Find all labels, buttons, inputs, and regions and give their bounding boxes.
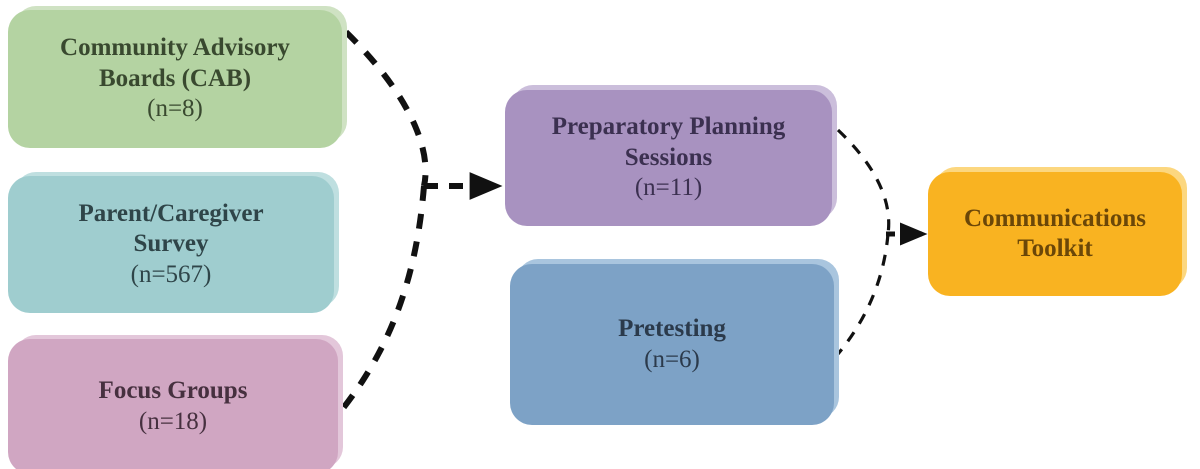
node-title-line-2: Boards (CAB)	[98, 64, 252, 92]
node-count: (n=6)	[644, 345, 700, 373]
node-pretesting[interactable]: Pretesting (n=6)	[510, 264, 834, 425]
node-title-line-1: Communications	[964, 204, 1146, 232]
node-count: (n=18)	[138, 407, 208, 435]
node-title-line-2: Toolkit	[1017, 235, 1093, 262]
node-count: (n=11)	[634, 174, 703, 202]
node-count: (n=567)	[130, 260, 212, 288]
node-preparatory-planning-sessions[interactable]: Preparatory Planning Sessions (n=11)	[505, 90, 832, 226]
node-title-line-2: Sessions	[624, 143, 713, 171]
node-parent-caregiver-survey[interactable]: Parent/Caregiver Survey (n=567)	[8, 176, 334, 313]
node-communications-toolkit[interactable]: Communications Toolkit	[928, 172, 1182, 296]
node-count: (n=8)	[147, 95, 203, 123]
connector-inputs-to-prep	[333, 29, 503, 419]
node-focus-groups[interactable]: Focus Groups (n=18)	[8, 339, 338, 469]
node-title-line-1: Pretesting	[618, 315, 726, 342]
node-title-line-1: Focus Groups	[98, 377, 248, 404]
node-community-advisory-boards[interactable]: Community Advisory Boards (CAB) (n=8)	[8, 10, 342, 148]
node-title-line-1: Community Advisory	[60, 34, 290, 62]
connector-process-to-toolkit	[836, 128, 928, 356]
node-title-line-2: Survey	[133, 230, 209, 258]
node-title-line-1: Parent/Caregiver	[78, 199, 264, 227]
node-title-line-1: Preparatory Planning	[551, 113, 786, 141]
